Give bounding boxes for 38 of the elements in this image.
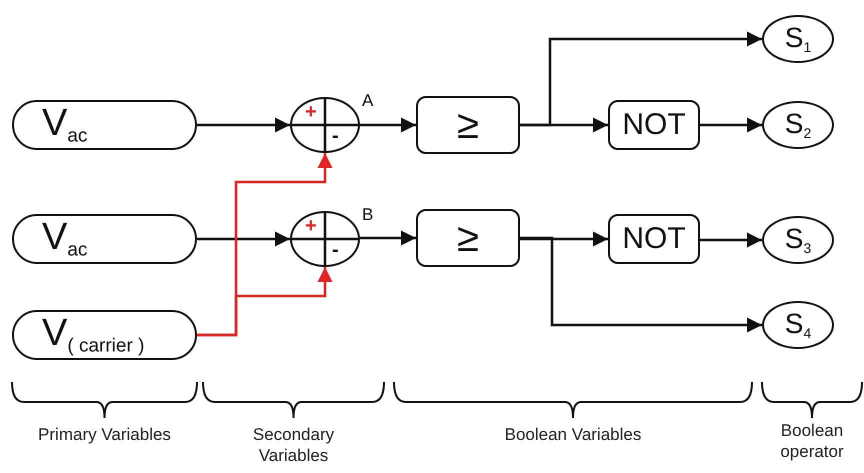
arrow	[520, 232, 608, 246]
minus-sign: -	[332, 240, 339, 260]
arrow	[520, 118, 608, 132]
arrow	[360, 230, 416, 246]
plus-sign: +	[305, 216, 317, 236]
process-box	[608, 100, 700, 150]
node-label: S$_{4}$	[784, 310, 812, 340]
group-label: Secondary Variables	[252, 424, 336, 466]
node-label: S$_{3}$	[784, 225, 812, 255]
arrow	[360, 118, 416, 132]
arrow	[197, 232, 290, 246]
minus-sign: -	[332, 126, 339, 146]
node-label: V$_{ac}$	[42, 218, 88, 260]
junction-label: A	[362, 91, 374, 111]
group-label: Primary Variables	[37, 424, 172, 445]
arrow	[197, 118, 290, 132]
node-label: S$_{2}$	[784, 110, 812, 140]
arrow	[197, 267, 332, 336]
node-label: NOT	[622, 224, 686, 254]
process-box	[416, 96, 520, 154]
group-label: Boolean operator	[779, 420, 845, 462]
process-box	[608, 214, 700, 264]
process-box	[416, 209, 520, 267]
node-label: S$_{1}$	[784, 24, 812, 54]
arrow	[700, 232, 762, 248]
node-label: V$_{ac}$	[42, 104, 88, 146]
arrow	[700, 118, 762, 132]
node-label: NOT	[622, 110, 686, 140]
plus-sign: +	[305, 102, 317, 122]
junction-label: B	[362, 205, 374, 225]
terminal-pill	[12, 214, 197, 264]
node-label: ≥	[457, 218, 479, 258]
arrow	[520, 236, 762, 332]
terminal-pill	[12, 100, 197, 150]
terminal-pill	[12, 310, 197, 360]
node-label: ≥	[457, 105, 479, 145]
group-label: Boolean Variables	[504, 424, 642, 445]
node-label: V$_{( carrier )}$	[42, 314, 144, 356]
